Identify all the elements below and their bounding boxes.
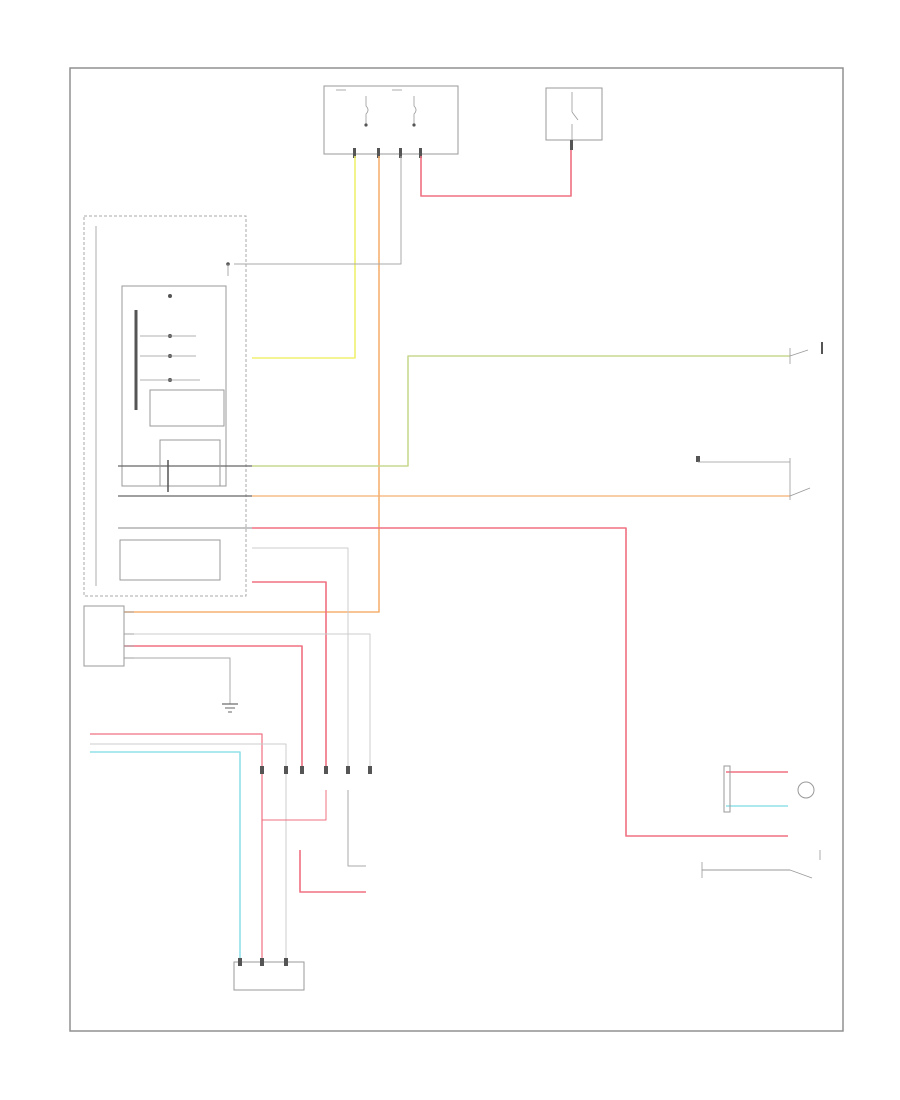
wire-orange-main (124, 156, 380, 613)
wire-red-module-1 (252, 581, 327, 768)
wire-gray-top (234, 156, 402, 265)
switch-bottom-right (701, 850, 821, 879)
fuse-relay-box-top (323, 85, 459, 158)
ground-symbol (222, 690, 238, 713)
relay-box-top-right (545, 87, 603, 150)
connector-bottom (233, 958, 305, 991)
wire-gray-left (90, 743, 287, 964)
wire-red-top (420, 150, 572, 197)
wire-red-down (262, 790, 327, 821)
control-unit-left (83, 605, 134, 667)
wire-gray-2 (124, 633, 371, 768)
wire-red-control (124, 645, 303, 768)
diagram-frame (69, 67, 844, 1032)
wire-yellow (252, 156, 356, 359)
wire-cyan-left (90, 751, 241, 964)
wire-gray-down (347, 790, 366, 867)
connector-mid (260, 766, 372, 774)
module-main (83, 215, 252, 597)
wire-red-left-2 (299, 850, 366, 893)
wire-green-yellow (252, 355, 790, 467)
sensor-right-top (789, 342, 823, 364)
wire-gray-3 (124, 657, 231, 690)
wire-red-right (252, 527, 788, 837)
lamp-box-right (723, 765, 815, 813)
wire-red-left-1 (90, 733, 263, 964)
wire-gray-1 (252, 547, 349, 768)
switch-right (696, 456, 811, 500)
